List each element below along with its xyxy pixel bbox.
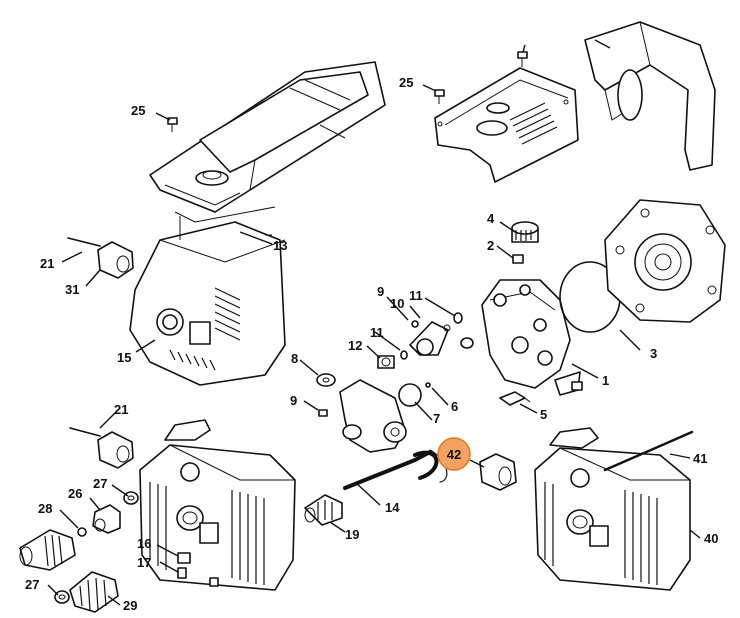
cap-2 [512,254,524,264]
rod-41 [603,430,694,472]
callout-9-lower: 9 [290,393,297,408]
callout-7: 7 [433,411,440,426]
callout-25-left: 25 [131,103,145,118]
callout-5: 5 [540,407,547,422]
motor-shroud [584,21,716,171]
plug-small [460,337,474,349]
cover-plate [434,67,579,183]
nut-16 [177,552,191,564]
callout-17: 17 [137,555,151,570]
housing-left-upper [129,206,286,386]
callout-31: 31 [65,282,79,297]
pressure-valve [339,379,407,453]
highlight-circle[interactable] [437,437,471,471]
callout-8: 8 [291,351,298,366]
o-ring-11 [400,350,408,360]
callout-3: 3 [650,346,657,361]
screw-9-lower [318,409,328,417]
nut-small [571,381,583,391]
plug-4 [511,221,539,243]
callout-28: 28 [38,501,52,516]
motor-flange [604,199,726,323]
knob-21-lower [97,431,134,469]
callout-29: 29 [123,598,137,613]
callout-40: 40 [704,531,718,546]
callout-27-lower: 27 [25,577,39,592]
o-ring-28-small [77,527,87,537]
o-ring-11-top [453,312,463,324]
callout-41: 41 [693,451,707,466]
callout-11-lower: 11 [370,325,384,340]
callout-15: 15 [117,350,131,365]
bolt-21-lower [69,427,101,437]
ball-6 [425,382,431,388]
pump-manifold [481,279,581,396]
screw-bottom [209,577,219,587]
screw-top-right [517,51,528,67]
screw-25-right [434,89,445,104]
callout-42[interactable]: 42 [447,447,461,462]
callout-25-right: 25 [399,75,413,90]
callout-26: 26 [68,486,82,501]
coupling-29 [69,571,119,613]
highlight-callout-42[interactable]: 42 [437,437,471,471]
leader-lines [47,39,701,606]
callout-1: 1 [602,373,609,388]
callout-10: 10 [390,296,404,311]
callout-19: 19 [345,527,359,542]
callout-6: 6 [451,399,458,414]
callout-27-upper: 27 [93,476,107,491]
connector-19 [304,494,343,526]
callout-21-upper: 21 [40,256,54,271]
screw-25-left [167,117,178,132]
callout-11-upper: 11 [409,288,423,303]
callout-16: 16 [137,536,151,551]
hose-14 [343,449,448,490]
washer-8 [316,373,336,387]
callout-9-upper: 9 [377,284,384,299]
screw-9-top [411,320,419,328]
valve-12 [377,355,395,369]
housing-right [534,427,691,591]
callout-14: 14 [385,500,400,515]
screw-17 [177,567,187,579]
callout-4: 4 [487,211,495,226]
bolt-5 [499,391,531,406]
callout-labels: 25 25 13 21 31 15 4 2 3 9 10 11 11 12 8 … [25,75,718,613]
handle-assembly [149,61,386,213]
washer-27-upper [123,491,139,505]
callout-2: 2 [487,238,494,253]
callout-13: 13 [273,238,287,253]
connector-28 [19,529,76,571]
callout-12: 12 [348,338,362,353]
callout-21-lower: 21 [114,402,128,417]
bolt-21-upper [67,237,101,247]
coupling-26 [92,504,121,534]
valve-10-assembly [409,321,451,356]
knob-42 [479,453,517,491]
washer-27-lower [54,590,70,604]
o-ring-7 [398,383,422,407]
knob-31 [97,241,134,279]
